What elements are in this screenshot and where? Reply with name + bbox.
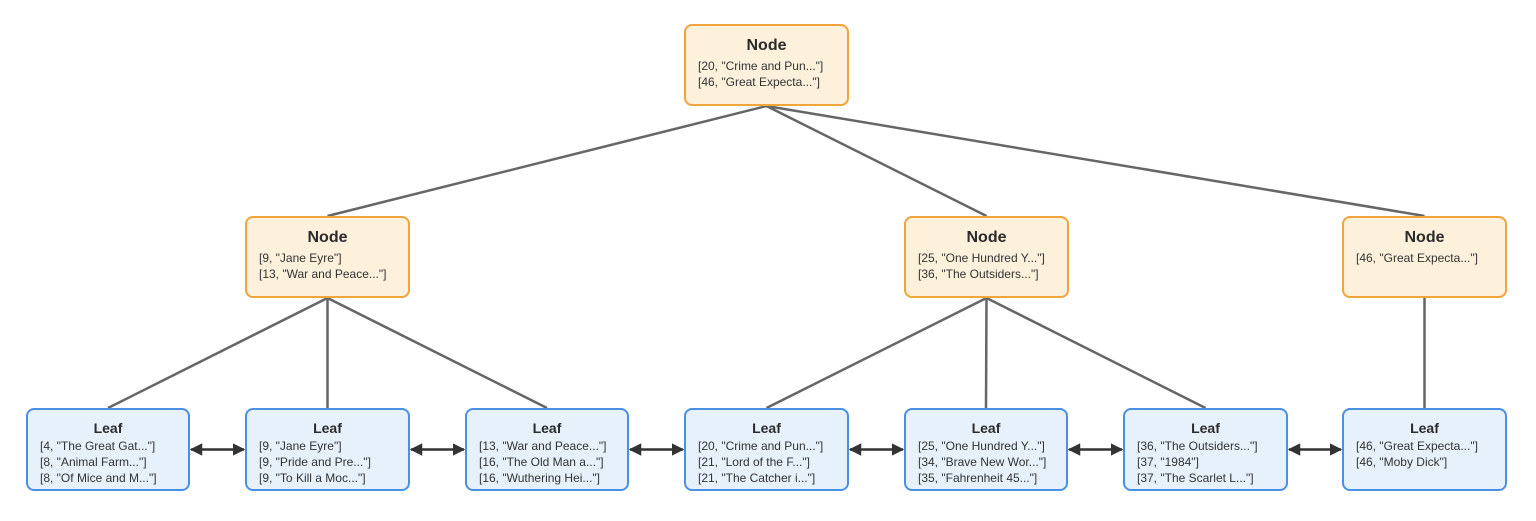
- leaf-node-3: Leaf [13, "War and Peace..."] [16, "The …: [465, 408, 629, 491]
- parent-child-edge: [984, 297, 988, 409]
- parent-child-edge: [766, 104, 1425, 218]
- leaf-title: Leaf: [1410, 420, 1439, 436]
- parent-child-edge: [765, 296, 988, 410]
- leaf-key-entry: [8, "Animal Farm..."]: [40, 455, 147, 469]
- leaf-node-1: Leaf [4, "The Great Gat..."] [8, "Animal…: [26, 408, 190, 491]
- leaf-key-entry: [16, "The Old Man a..."]: [479, 455, 604, 469]
- leaf-key-entry: [37, "The Scarlet L..."]: [1137, 471, 1254, 485]
- leaf-key-entry: [36, "The Outsiders..."]: [1137, 439, 1258, 453]
- leaf-key-entry: [34, "Brave New Wor..."]: [918, 455, 1047, 469]
- leaf-title: Leaf: [93, 420, 123, 436]
- leaf-key-entry: [21, "Lord of the F..."]: [698, 455, 810, 469]
- leaf-key-entry: [46, "Moby Dick"]: [1356, 455, 1448, 469]
- node-key-entry: [36, "The Outsiders..."]: [918, 267, 1039, 281]
- parent-child-edge: [107, 296, 329, 410]
- leaf-title: Leaf: [752, 420, 781, 436]
- node-key-entry: [25, "One Hundred Y..."]: [918, 251, 1045, 265]
- root-node: Node [20, "Crime and Pun..."] [46, "Grea…: [684, 24, 849, 106]
- leaf-key-entry: [25, "One Hundred Y..."]: [918, 439, 1045, 453]
- leaf-node-6: Leaf [36, "The Outsiders..."] [37, "1984…: [1123, 408, 1288, 491]
- leaf-title: Leaf: [1191, 420, 1220, 436]
- internal-node-2: Node [25, "One Hundred Y..."] [36, "The …: [904, 216, 1069, 298]
- leaf-key-entry: [35, "Fahrenheit 45..."]: [918, 471, 1038, 485]
- node-key-entry: [46, "Great Expecta..."]: [1356, 251, 1478, 265]
- leaf-key-entry: [9, "To Kill a Moc..."]: [259, 471, 366, 485]
- parent-child-edge: [326, 296, 548, 410]
- internal-node-3: Node [46, "Great Expecta..."]: [1342, 216, 1507, 298]
- node-key-entry: [46, "Great Expecta..."]: [698, 75, 820, 89]
- leaf-node-2: Leaf [9, "Jane Eyre"] [9, "Pride and Pre…: [245, 408, 410, 491]
- node-key-entry: [20, "Crime and Pun..."]: [698, 59, 824, 73]
- leaf-key-entry: [20, "Crime and Pun..."]: [698, 439, 824, 453]
- leaf-title: Leaf: [971, 420, 1001, 436]
- node-title: Node: [307, 229, 348, 246]
- leaf-node-7: Leaf [46, "Great Expecta..."] [46, "Moby…: [1342, 408, 1507, 491]
- parent-child-edge: [327, 104, 767, 218]
- node-key-entry: [13, "War and Peace..."]: [259, 267, 387, 281]
- node-key-entry: [9, "Jane Eyre"]: [259, 251, 342, 265]
- leaf-key-entry: [46, "Great Expecta..."]: [1356, 439, 1478, 453]
- leaf-key-entry: [8, "Of Mice and M..."]: [40, 471, 157, 485]
- leaf-key-entry: [16, "Wuthering Hei..."]: [479, 471, 601, 485]
- node-title: Node: [966, 229, 1007, 246]
- node-title: Node: [1404, 229, 1445, 246]
- leaf-key-entry: [13, "War and Peace..."]: [479, 439, 607, 453]
- node-title: Node: [746, 37, 787, 54]
- internal-node-1: Node [9, "Jane Eyre"] [13, "War and Peac…: [245, 216, 410, 298]
- leaf-key-entry: [37, "1984"]: [1137, 455, 1199, 469]
- parent-child-edge: [765, 104, 988, 218]
- leaf-node-5: Leaf [25, "One Hundred Y..."] [34, "Brav…: [904, 408, 1068, 491]
- leaf-key-entry: [4, "The Great Gat..."]: [40, 439, 156, 453]
- leaf-title: Leaf: [313, 420, 342, 436]
- leaf-key-entry: [9, "Pride and Pre..."]: [259, 455, 371, 469]
- leaf-key-entry: [21, "The Catcher i..."]: [698, 471, 816, 485]
- leaf-title: Leaf: [532, 420, 562, 436]
- leaf-key-entry: [9, "Jane Eyre"]: [259, 439, 342, 453]
- leaf-node-4: Leaf [20, "Crime and Pun..."] [21, "Lord…: [684, 408, 849, 491]
- parent-child-edge: [985, 296, 1207, 410]
